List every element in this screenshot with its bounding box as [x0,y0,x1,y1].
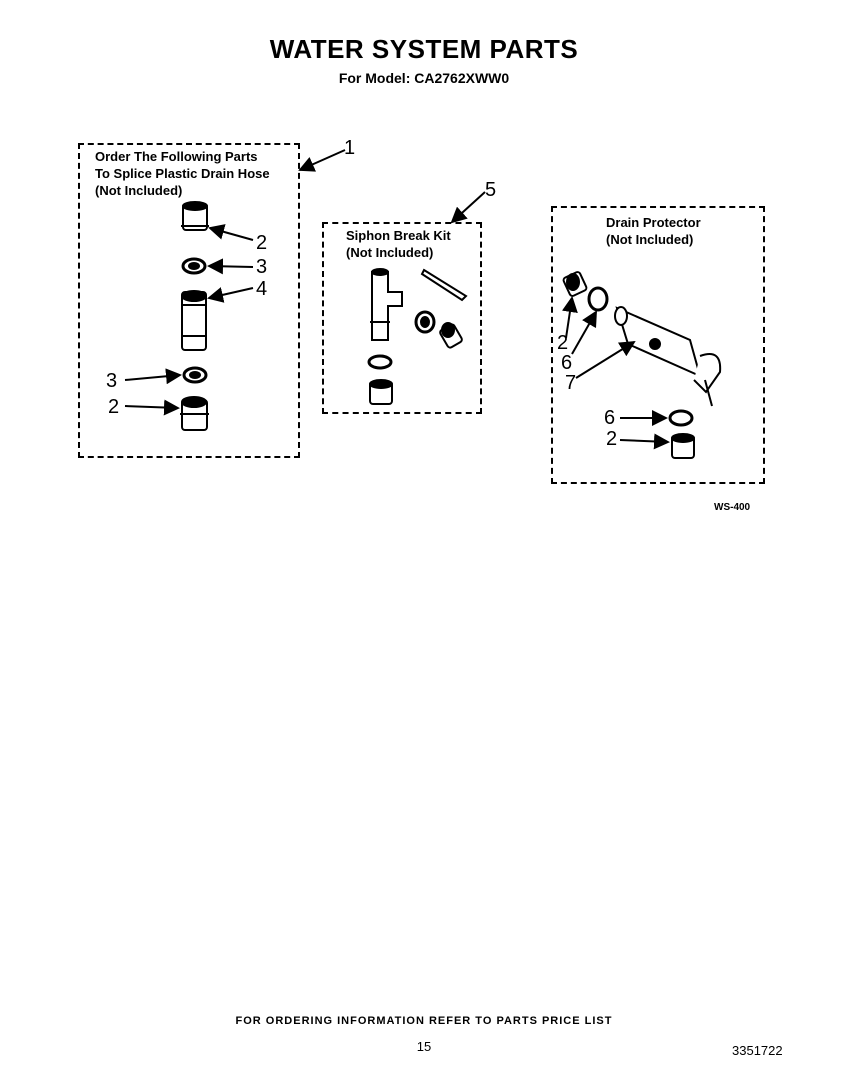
callout-drain-6a: 6 [561,352,573,374]
leader-callout-5 [450,191,486,224]
callout-drain-2a: 2 [557,332,569,354]
splice-parts-box [78,143,300,458]
siphon-break-kit-box [322,222,482,414]
callout-splice-bottom-2: 2 [108,396,120,418]
connector-bottom-part [180,396,209,431]
callout-5: 5 [485,179,497,201]
clamp-top-part [181,257,207,275]
callout-1: 1 [344,137,356,159]
callout-drain-6b: 6 [604,407,616,429]
coupling-part [181,290,207,351]
callout-splice-3a: 3 [256,256,268,278]
document-number: 3351722 [732,1043,783,1058]
siphon-ring-part [414,310,436,334]
callout-drain-2b: 2 [606,428,618,450]
siphon-plug-part [439,322,463,349]
callout-splice-top-2: 2 [256,232,268,254]
page-title: WATER SYSTEM PARTS [269,34,579,64]
drain-clamp-part [587,286,609,312]
siphon-pin-part [420,268,468,302]
callout-drain-7: 7 [565,372,577,394]
callout-splice-3b: 3 [106,370,118,392]
drain-lower-connector-part [671,433,695,459]
clamp-bottom-part [182,366,208,384]
siphon-cap-part [369,379,393,405]
page-number: 15 [416,1039,432,1054]
drain-protector-body-part [614,306,722,407]
callout-splice-4: 4 [256,278,268,300]
leader-callout-1 [298,149,346,172]
siphon-tee-part [370,268,403,341]
drain-connector-part [562,271,588,297]
drain-lower-clamp-part [668,409,694,427]
connector-top-part [181,201,209,231]
ordering-footer: FOR ORDERING INFORMATION REFER TO PARTS … [235,1015,613,1027]
drain-protector-box [551,206,765,484]
drain-protector-label: Drain Protector (Not Included) [606,215,701,247]
figure-reference: WS-400 [714,502,751,513]
model-subtitle: For Model: CA2762XWW0 [338,70,510,86]
siphon-lower-ring-part [367,354,393,370]
siphon-break-kit-label: Siphon Break Kit (Not Included) [346,228,451,260]
splice-parts-label: Order The Following Parts To Splice Plas… [95,149,270,198]
